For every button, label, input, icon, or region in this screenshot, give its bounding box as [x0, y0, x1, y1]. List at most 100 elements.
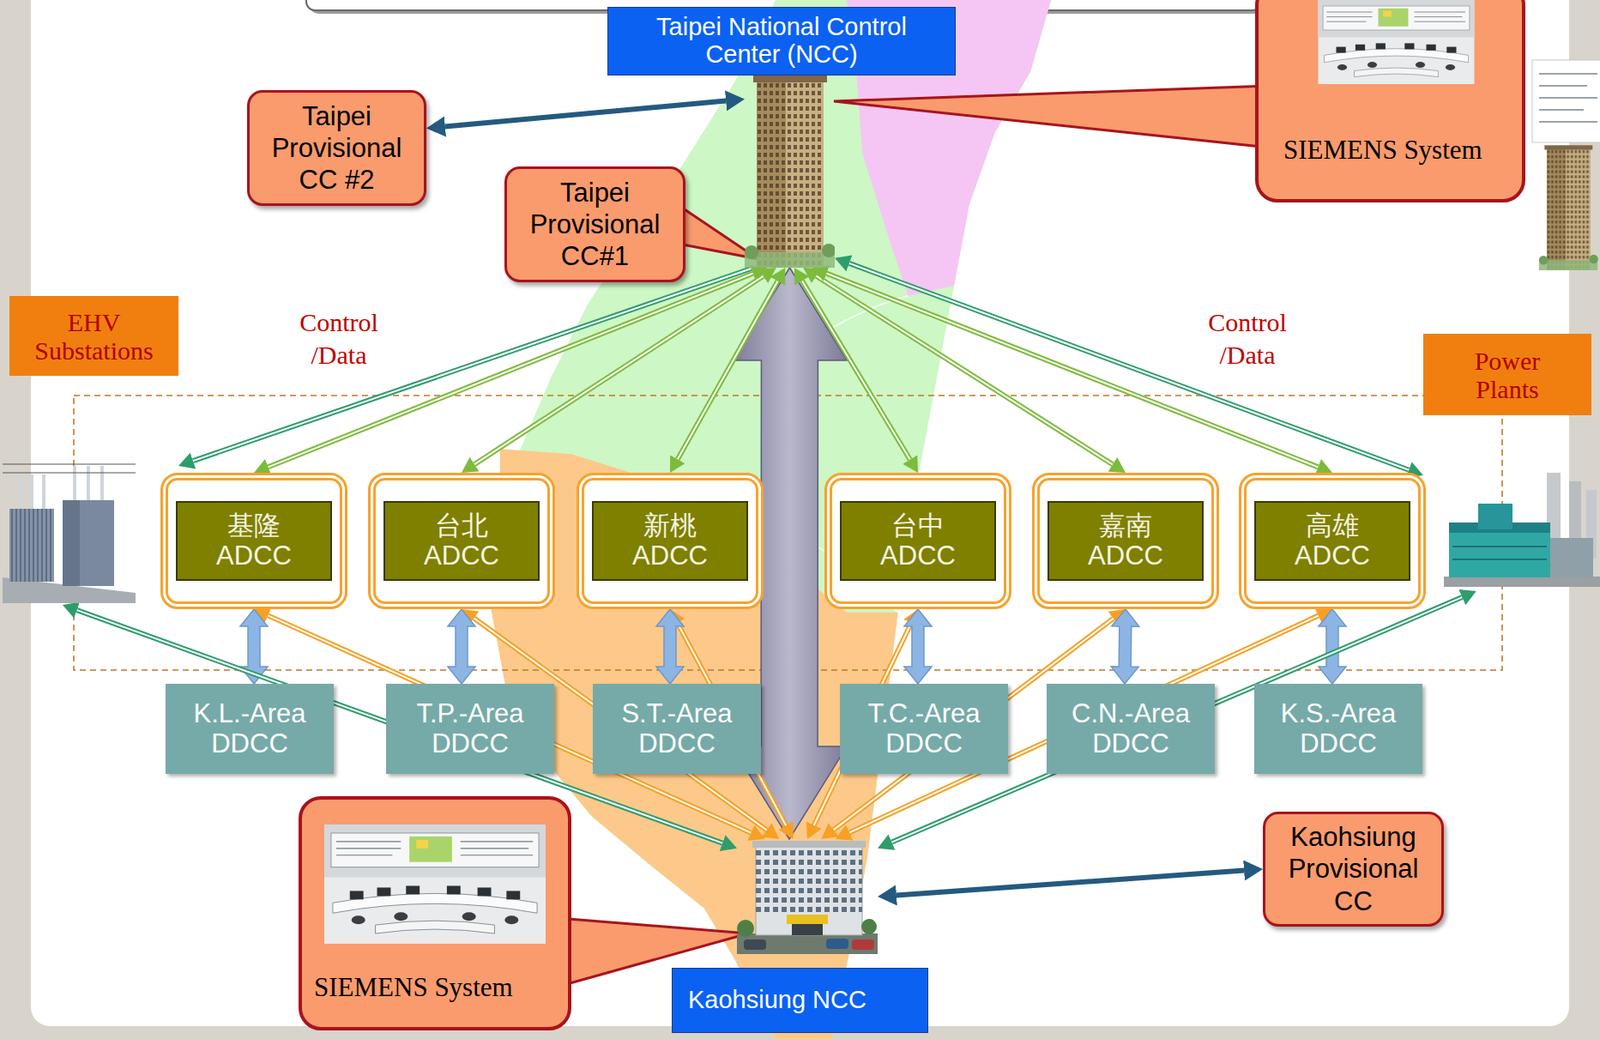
center-name: Taipei National Control Center (NCC): [640, 13, 924, 69]
power-plant-group: Power Plants: [1423, 333, 1600, 592]
adcc-box: 基隆 ADCC: [160, 472, 348, 610]
flow-label: Control /Data: [287, 306, 391, 371]
block-arrow: [904, 609, 932, 684]
block-arrow: [447, 609, 476, 684]
group-name: EHV Substations: [21, 307, 168, 365]
system-callout: SIEMENS System: [1255, 0, 1526, 203]
center-name: 新桃 ADCC: [622, 511, 718, 570]
connector-line: [802, 280, 911, 459]
connector-core: [826, 273, 1318, 468]
block-arrow: [1110, 609, 1140, 684]
cropped-thumbnail: [1532, 60, 1600, 271]
system-callout: SIEMENS System: [298, 796, 572, 1031]
adcc-box: 新桃 ADCC: [576, 472, 764, 610]
adcc-inner-box: 嘉南 ADCC: [1047, 501, 1204, 581]
slide-panel: [30, 0, 1570, 1027]
link-arrow: [193, 267, 754, 461]
cropped-thumbnail: [1539, 144, 1599, 271]
site-picture: [1443, 472, 1600, 587]
system-name: SIEMENS System: [1283, 134, 1483, 166]
taiwan-map: [489, 0, 1051, 1039]
connector-core: [802, 280, 911, 459]
building-picture: [744, 73, 835, 268]
control-center-building: Taipei National Control Center (NCC): [744, 73, 835, 268]
block-arrow: [656, 609, 684, 684]
block-arrow: [656, 609, 684, 684]
adcc-inner-box: 新桃 ADCC: [591, 501, 749, 581]
adcc-inner-box: 台中 ADCC: [839, 501, 997, 581]
provisional-center-box: Kaohsiung Provisional CC: [1262, 811, 1444, 927]
link-arrow: [896, 870, 1244, 896]
link-arrow: [802, 280, 911, 459]
adcc-inner-box: 台北 ADCC: [383, 501, 540, 581]
name-plate: Taipei National Control Center (NCC): [607, 6, 956, 76]
center-name: T.P.-Area DDCC: [401, 699, 539, 758]
center-name: 台中 ADCC: [870, 511, 966, 570]
connector-core: [677, 281, 779, 460]
cropped-thumbnail: [1532, 60, 1600, 143]
center-name: Kaohsiung Provisional CC: [1280, 821, 1427, 918]
ddcc-box: T.P.-Area DDCC: [386, 683, 555, 774]
connector-line: [193, 267, 754, 461]
link-arrow: [849, 263, 1409, 471]
ddcc-box: T.C.-Area DDCC: [839, 683, 1009, 774]
link-arrow: [677, 281, 779, 460]
callout-outline: [1256, 0, 1524, 201]
group-plate: EHV Substations: [9, 295, 179, 376]
link-arrow: [445, 100, 726, 127]
connector-core: [849, 263, 1409, 471]
ddcc-box: K.L.-Area DDCC: [165, 683, 334, 774]
callout-shape: [1255, 0, 1526, 203]
connector-core: [193, 267, 754, 461]
block-arrow: [447, 609, 476, 684]
group-name: Power Plants: [1451, 346, 1564, 404]
system-name: SIEMENS System: [313, 972, 514, 1003]
control-room-photo: [1318, 0, 1475, 85]
connector-line: [474, 276, 764, 465]
ddcc-box: S.T.-Area DDCC: [592, 683, 761, 774]
adcc-inner-box: 基隆 ADCC: [175, 501, 333, 581]
control-center-building: Kaohsiung NCC: [736, 839, 878, 954]
center-name: K.S.-Area DDCC: [1269, 699, 1407, 758]
connector-line: [849, 263, 1409, 471]
block-arrow: [904, 609, 932, 684]
center-name: K.L.-Area DDCC: [181, 699, 319, 758]
adcc-box: 台中 ADCC: [824, 472, 1012, 610]
adcc-inner-box: 高雄 ADCC: [1254, 501, 1411, 581]
cropped-thumbnail: [1539, 73, 1598, 122]
flow-label: Control /Data: [1195, 306, 1299, 371]
callout-tail: [833, 85, 1270, 148]
center-name: 嘉南 ADCC: [1078, 511, 1173, 570]
building-picture: [744, 75, 836, 268]
connector-core: [474, 276, 764, 465]
connector-line: [896, 870, 1244, 896]
control-room-photo: [324, 824, 546, 944]
taiwan-map: [489, 0, 1051, 1039]
center-name: S.T.-Area DDCC: [608, 699, 746, 758]
provisional-center-callout: Taipei Provisional CC#1: [504, 166, 686, 283]
adcc-box: 高雄 ADCC: [1238, 472, 1426, 610]
center-name: 高雄 ADCC: [1285, 511, 1380, 570]
callout-outline: [300, 797, 570, 1029]
center-name: Taipei Provisional CC #2: [264, 100, 411, 197]
link-arrow: [474, 276, 764, 465]
connector-line: [826, 273, 1318, 468]
name-plate: Kaohsiung NCC: [671, 967, 929, 1033]
adcc-box: 嘉南 ADCC: [1032, 472, 1220, 610]
adcc-box: 台北 ADCC: [368, 472, 556, 610]
site-picture: [2, 464, 136, 604]
block-arrow: [1110, 609, 1140, 684]
center-name: Taipei Provisional CC#1: [522, 176, 669, 273]
provisional-center-box: Taipei Provisional CC #2: [247, 90, 427, 206]
connector-line: [445, 100, 726, 127]
center-name: 基隆 ADCC: [206, 511, 302, 570]
ddcc-box: K.S.-Area DDCC: [1254, 683, 1423, 774]
link-arrow: [826, 273, 1318, 468]
center-name: 台北 ADCC: [414, 511, 509, 570]
center-name: C.N.-Area DDCC: [1062, 699, 1200, 758]
connector-line: [677, 281, 779, 460]
building-picture: [736, 840, 878, 954]
building-picture: [736, 839, 878, 954]
